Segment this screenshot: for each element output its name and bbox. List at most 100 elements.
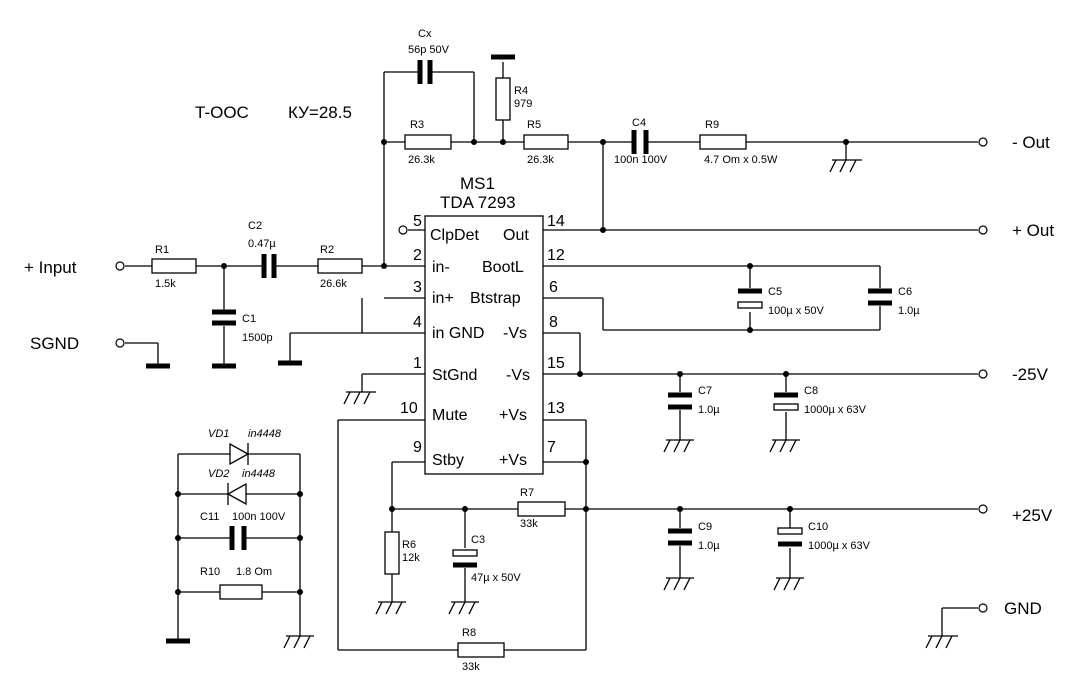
r6-ref: R6 bbox=[402, 539, 416, 551]
r1-value: 1.5k bbox=[155, 278, 176, 290]
pin-7-name: +Vs bbox=[499, 452, 527, 469]
c1-ref: C1 bbox=[242, 313, 256, 325]
wires bbox=[125, 62, 978, 651]
c5-value: 100µ x 50V bbox=[768, 305, 825, 317]
r8-body bbox=[457, 642, 505, 658]
ic-right-pins: 14 Out 12 BootL 6 Btstrap 8 -Vs 15 -Vs 1… bbox=[470, 213, 565, 469]
pin-6-name: Btstrap bbox=[470, 290, 521, 307]
pin-15-num: 15 bbox=[547, 355, 565, 372]
c10-ref: C10 bbox=[808, 521, 828, 533]
ground-icon bbox=[773, 577, 804, 591]
out-pos-label: + Out bbox=[1012, 221, 1054, 240]
ic-left-pins: 5 ClpDet 2 in- 3 in+ 4 in GND 1 StGnd 10… bbox=[400, 213, 484, 469]
pin-9-name: Stby bbox=[432, 452, 464, 469]
sgnd-terminal-icon bbox=[115, 338, 125, 348]
vd1-diode-icon bbox=[229, 442, 250, 466]
c5-ref: C5 bbox=[768, 286, 782, 298]
pin-3-num: 3 bbox=[413, 279, 422, 296]
ground-icon bbox=[663, 439, 694, 453]
r9-value: 4.7 Om x 0.5W bbox=[704, 154, 778, 166]
feedback-label: T-OOC bbox=[195, 103, 249, 122]
pin-2-name: in- bbox=[432, 259, 450, 276]
pin-12-name: BootL bbox=[482, 259, 524, 276]
c4-ref: C4 bbox=[632, 117, 646, 129]
c7-value: 1.0µ bbox=[698, 404, 720, 416]
ground-icon bbox=[283, 635, 314, 649]
c3-value: 47µ x 50V bbox=[471, 572, 521, 584]
pin-7-num: 7 bbox=[547, 439, 556, 456]
out-neg-terminal-icon bbox=[978, 137, 988, 147]
c8-value: 1000µ x 63V bbox=[804, 404, 867, 416]
pin-4-name: in GND bbox=[432, 325, 484, 342]
signal-grounds bbox=[146, 54, 515, 644]
vd2-diode-icon bbox=[226, 482, 247, 506]
cx-ref: Cx bbox=[418, 28, 432, 40]
vd1-ref: VD1 bbox=[208, 428, 229, 440]
pin-12-num: 12 bbox=[547, 247, 565, 264]
c6-value: 1.0µ bbox=[898, 305, 920, 317]
c9-value: 1.0µ bbox=[698, 540, 720, 552]
c11-value: 100n 100V bbox=[232, 511, 286, 523]
pin-15-name: -Vs bbox=[506, 367, 530, 384]
c3-plate-open bbox=[452, 549, 478, 557]
input-label: + Input bbox=[24, 258, 77, 277]
sgnd-label: SGND bbox=[30, 334, 79, 353]
pin-4-num: 4 bbox=[413, 314, 422, 331]
c9-ref: C9 bbox=[698, 521, 712, 533]
vd2-value: in4448 bbox=[242, 468, 276, 480]
r9-body bbox=[699, 134, 747, 150]
pin-2-num: 2 bbox=[413, 247, 422, 264]
c6-ref: C6 bbox=[898, 286, 912, 298]
ground-icon bbox=[375, 601, 406, 615]
pin-5-name: ClpDet bbox=[430, 227, 479, 244]
pin-8-num: 8 bbox=[549, 314, 558, 331]
r2-value: 26.6k bbox=[320, 278, 347, 290]
ground-icon bbox=[663, 577, 694, 591]
gnd-label: GND bbox=[1004, 599, 1042, 618]
ground-icon bbox=[769, 439, 800, 453]
c4-value: 100n 100V bbox=[614, 154, 668, 166]
ic-ref: MS1 bbox=[460, 174, 495, 193]
ground-icon bbox=[829, 159, 862, 173]
c1-value: 1500p bbox=[242, 332, 273, 344]
r2-body bbox=[317, 258, 363, 274]
r9-ref: R9 bbox=[705, 119, 719, 131]
input-terminal-icon bbox=[115, 261, 125, 271]
c10-plate-open bbox=[777, 527, 803, 535]
ground-icon bbox=[925, 635, 958, 649]
c3-ref: C3 bbox=[471, 534, 485, 546]
r7-value: 33k bbox=[520, 518, 538, 530]
ground-icon bbox=[448, 601, 479, 615]
pos-supply-terminal-icon bbox=[978, 504, 988, 514]
terminal-labels: + Input SGND - Out + Out -25V +25V GND bbox=[24, 133, 1054, 618]
diodes bbox=[226, 442, 250, 506]
r3-body bbox=[404, 134, 452, 150]
pin-10-name: Mute bbox=[432, 407, 468, 424]
out-pos-terminal-icon bbox=[978, 225, 988, 235]
component-labels: R1 1.5k C2 0.47µ R2 26.6k C1 1500p R3 26… bbox=[155, 28, 920, 673]
chassis-grounds bbox=[283, 159, 958, 649]
r4-value: 979 bbox=[514, 98, 532, 110]
c10-value: 1000µ x 63V bbox=[808, 540, 871, 552]
gain-label: КУ=28.5 bbox=[288, 103, 352, 122]
r3-ref: R3 bbox=[410, 119, 424, 131]
c7-ref: C7 bbox=[698, 385, 712, 397]
gnd-terminal-icon bbox=[978, 603, 988, 613]
pin-9-num: 9 bbox=[413, 439, 422, 456]
pin-8-name: -Vs bbox=[503, 325, 527, 342]
pin-6-num: 6 bbox=[549, 279, 558, 296]
pin-14-name: Out bbox=[503, 227, 529, 244]
r7-ref: R7 bbox=[520, 487, 534, 499]
neg-supply-label: -25V bbox=[1012, 365, 1049, 384]
pin-10-num: 10 bbox=[400, 400, 418, 417]
terminals bbox=[115, 137, 988, 613]
r7-body bbox=[517, 501, 566, 517]
pin-3-name: in+ bbox=[432, 290, 454, 307]
resistors bbox=[151, 77, 747, 658]
ic-part: TDA 7293 bbox=[440, 193, 516, 212]
r8-ref: R8 bbox=[462, 627, 476, 639]
c8-ref: C8 bbox=[804, 385, 818, 397]
c11-ref: C11 bbox=[200, 511, 219, 523]
c2-value: 0.47µ bbox=[248, 238, 276, 250]
